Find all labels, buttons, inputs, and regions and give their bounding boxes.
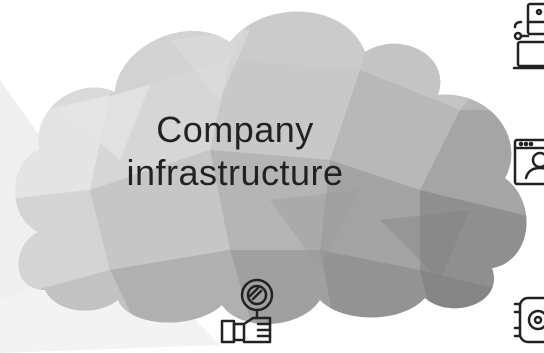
security-inspection-icon — [212, 276, 282, 353]
cloud-title-line2: infrastructure — [126, 152, 344, 193]
browser-user-icon — [512, 134, 544, 190]
cloud-title: Company infrastructure — [95, 108, 375, 194]
cloud-title-line1: Company — [156, 109, 314, 150]
devices-icon — [512, 2, 544, 74]
vault-icon — [512, 290, 544, 350]
